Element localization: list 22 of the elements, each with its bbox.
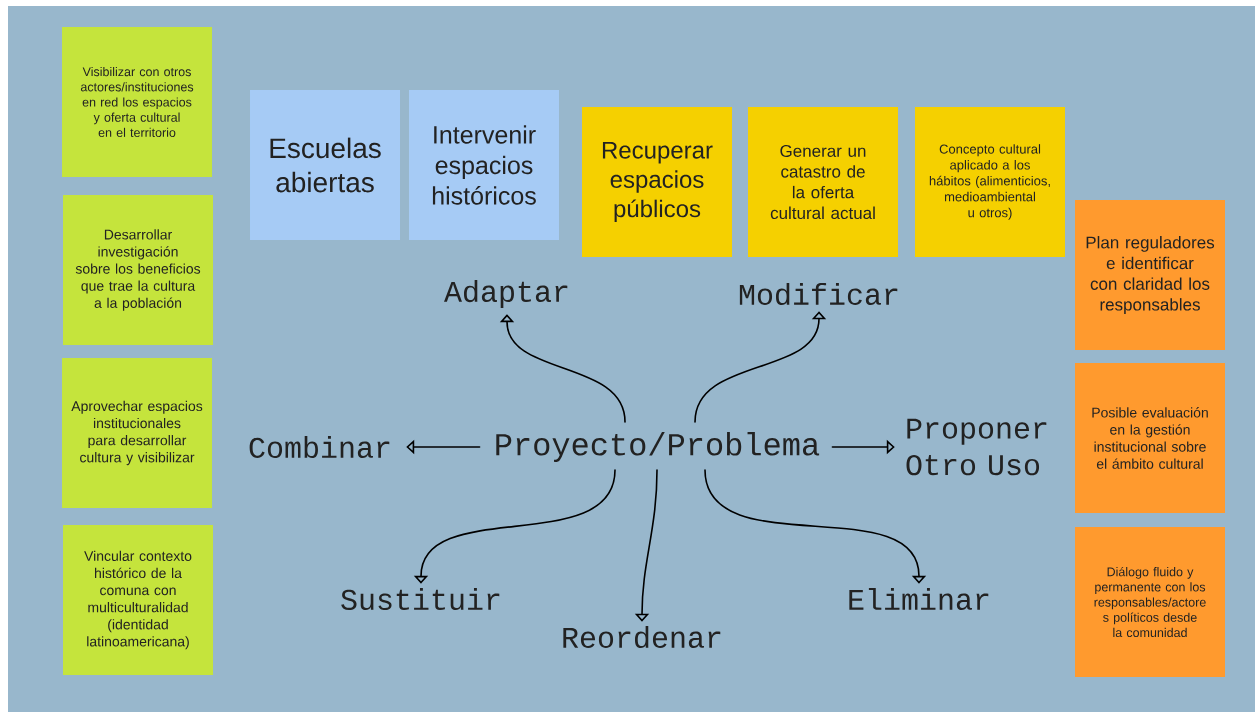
keyword-label: Modificar [739,282,898,306]
sticky-note: Aprovechar espacios institucionales para desarrollar cultura y visibilizar [62,358,212,508]
curved-arrow [499,314,626,423]
sticky-note: Generar un catastro de la oferta cultural actual [748,107,898,257]
sticky-note: Visibilizar con otros actores/instituciones en red los espacios y oferta cultural en el territorio [62,27,212,177]
sticky-note: Diálogo fluido y permanente con los responsables/actore s políticos desde la comunidad [1075,527,1225,677]
keyword-label: Proponer Otro Uso [906,418,1047,476]
sticky-note: Posible evaluación en la gestión institucional sobre el ámbito cultural [1075,363,1225,513]
sticky-note: Escuelas abiertas [250,90,400,240]
sticky-note: Recuperar espacios públicos [582,107,732,257]
keyword-label: Reordenar [563,625,721,649]
sticky-note: Concepto cultural aplicado a los hábitos (alimenticios, medioambiental u otros) [915,107,1065,257]
sticky-note: Desarrollar investigación sobre los beneficios que trae la cultura a la población [63,195,213,345]
keyword-label: Sustituir [341,588,500,610]
central-label: Proyecto/Problema [496,432,820,462]
keyword-label: Eliminar [849,588,989,610]
keyword-label: Combinar [249,436,390,458]
sticky-note: Plan reguladores e identificar con claridad los responsables [1075,200,1225,350]
sticky-note: Vincular contexto histórico de la comuna con multiculturalidad (identidad latinoamericana) [63,525,213,675]
keyword-label: Adaptar [444,280,568,308]
sticky-note: Intervenir espacios históricos [409,90,559,240]
curved-arrow [704,469,927,584]
